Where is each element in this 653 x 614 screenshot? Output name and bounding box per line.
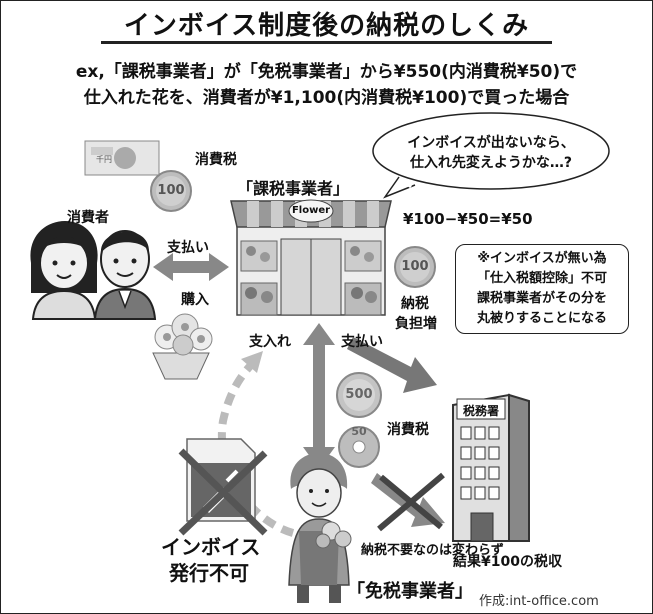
coin-top-value: 100 — [157, 183, 185, 198]
label-consumer: 消費者 — [67, 210, 109, 226]
note-text: ※インボイスが無い為 「仕入税額控除」不可 課税事業者がその分を 丸被りすること… — [459, 249, 625, 329]
label-consumption-tax-top: 消費税 — [195, 152, 237, 168]
note-line-4: 丸被りすることになる — [476, 311, 607, 326]
tax-office-building — [452, 393, 530, 542]
tax-office-sign: 税務署 — [462, 404, 499, 418]
title-underline — [101, 41, 552, 44]
calc-text: ¥100−¥50=¥50 — [403, 210, 533, 228]
credit-text: 作成:int-office.com — [479, 594, 599, 609]
dashed-arrow-invoice — [217, 351, 295, 537]
arrow-consumer-shop — [153, 253, 229, 281]
label-invoice-2: 発行不可 — [169, 561, 249, 585]
subtitle-line-1: ex,「課税事業者」が「免税事業者」から¥550(内消費税¥50)で — [75, 62, 578, 82]
label-no-tax-needed: 納税不要なのは変わらず — [361, 543, 504, 558]
note-line-3: 課税事業者がその分を — [476, 291, 607, 306]
arrow-shop-taxoffice — [347, 337, 437, 393]
cross-exempt-taxoffice — [377, 472, 445, 532]
flower-bouquet — [152, 313, 213, 380]
speech-bubble — [372, 112, 610, 199]
label-tax-burden-2: 負担増 — [395, 316, 437, 332]
subtitle-line-2: 仕入れた花を、消費者が¥1,100(内消費税¥100)で買った場合 — [83, 88, 570, 108]
label-result: 結果¥100の税収 — [453, 554, 562, 570]
note-line-2: 「仕入税額控除」不可 — [476, 271, 607, 286]
shop-sign: Flower — [291, 205, 331, 216]
note-box — [455, 244, 629, 334]
coin-50-value: 50 — [351, 425, 367, 438]
coin-top — [150, 170, 192, 212]
label-payment-left: 支払い — [167, 240, 209, 256]
consumer-woman — [30, 221, 98, 320]
speech-line-1: インボイスが出ないなら、 — [407, 135, 575, 151]
coin-tax-burden — [394, 246, 436, 288]
note-line-1: ※インボイスが無い為 — [477, 251, 607, 266]
arrow-shop-exempt — [303, 323, 335, 469]
label-invoice-1: インボイス — [161, 535, 261, 559]
label-stocking: 支入れ — [249, 334, 291, 350]
label-taxable-business: 「課税事業者」 — [237, 179, 350, 198]
banknote-text: 千円 — [96, 155, 112, 164]
coin-50 — [338, 426, 380, 468]
label-exempt-business: 「免税事業者」 — [347, 581, 473, 602]
label-payment-right: 支払い — [341, 334, 383, 350]
coin-500 — [336, 372, 382, 418]
consumer-man — [93, 230, 157, 320]
banknote — [84, 140, 160, 176]
flower-shop — [230, 199, 392, 316]
page-title: インボイス制度後の納税のしくみ — [123, 11, 530, 41]
speech-line-2: 仕入れ先変えようかな…? — [409, 155, 573, 171]
exempt-business-person — [288, 453, 352, 603]
coin-tax-burden-value: 100 — [401, 259, 429, 274]
cross-invoice — [178, 448, 268, 536]
label-consumption-tax-bottom: 消費税 — [387, 422, 429, 438]
speech-bubble-text: インボイスが出ないなら、 仕入れ先変えようかな…? — [373, 133, 609, 173]
label-purchase: 購入 — [181, 292, 209, 308]
coin-500-value: 500 — [345, 387, 373, 402]
label-tax-burden-1: 納税 — [401, 296, 429, 312]
